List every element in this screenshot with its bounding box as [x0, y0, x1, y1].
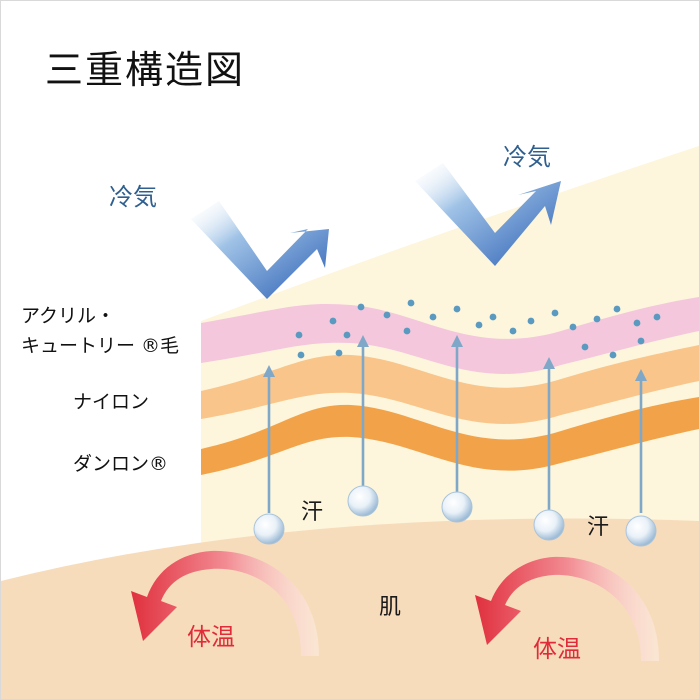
sweat-arrow-head: [357, 335, 369, 347]
sweat-droplet-icon: [533, 509, 565, 541]
vapor-dot: [429, 313, 437, 321]
vapor-dot: [569, 323, 577, 331]
diagram-title: 三重構造図: [45, 48, 246, 92]
sweat-droplet-icon: [347, 485, 379, 517]
moisture-vapor-dots: [295, 299, 661, 359]
skin-label: 肌: [379, 595, 402, 620]
cold-air-label: 冷気: [109, 183, 157, 211]
body-heat-arrow-icon: [475, 556, 659, 661]
nylon-layer-label: ナイロン: [73, 391, 150, 413]
cold-air-arrow-icon: [191, 201, 329, 299]
skin-region: [1, 518, 699, 699]
vapor-dot: [581, 343, 589, 351]
sweat-label: 汗: [587, 515, 610, 540]
vapor-dot: [527, 317, 535, 325]
vapor-dot: [357, 303, 365, 311]
vapor-dot: [403, 327, 411, 335]
sweat-arrow-head: [543, 357, 555, 369]
sweat-droplets: [253, 485, 657, 547]
vapor-dot: [295, 331, 303, 339]
sweat-arrow-head: [263, 365, 275, 377]
vapor-dot: [613, 305, 621, 313]
danron-layer: [201, 397, 699, 475]
body-heat-label: 体温: [187, 623, 235, 651]
vapor-dot: [509, 327, 517, 335]
vapor-dot: [297, 351, 305, 359]
cold-air-arrow-icon: [415, 163, 561, 266]
sweat-droplet-icon: [625, 515, 657, 547]
vapor-dot: [383, 311, 391, 319]
vapor-dot: [343, 331, 351, 339]
vapor-dot: [407, 299, 415, 307]
sweat-droplet-icon: [441, 491, 473, 523]
vapor-dot: [551, 309, 559, 317]
acrylic-layer-label-line2: キュートリー ®毛: [21, 335, 180, 357]
vapor-dot: [637, 337, 645, 345]
sweat-droplet-icon: [253, 513, 285, 545]
acrylic-wool-layer: [201, 297, 699, 374]
body-heat-arrow-icon: [131, 550, 319, 656]
vapor-dot: [335, 349, 343, 357]
sweat-arrow-head: [451, 335, 463, 347]
danron-layer-label: ダンロン®: [73, 453, 169, 475]
acrylic-layer-label-line1: アクリル・: [21, 305, 116, 327]
cold-air-label: 冷気: [503, 143, 551, 171]
vapor-dot: [329, 317, 337, 325]
vapor-dot: [609, 351, 617, 359]
vapor-dot: [633, 319, 641, 327]
vapor-dot: [475, 321, 483, 329]
sweat-label: 汗: [301, 500, 324, 525]
sweat-arrow-head: [635, 369, 647, 381]
sweat-arrows: [263, 335, 647, 513]
body-heat-label: 体温: [533, 635, 581, 663]
vapor-dot: [653, 313, 661, 321]
vapor-dot: [593, 315, 601, 323]
vapor-dot: [453, 305, 461, 313]
vapor-dot: [489, 313, 497, 321]
nylon-layer: [201, 345, 699, 424]
